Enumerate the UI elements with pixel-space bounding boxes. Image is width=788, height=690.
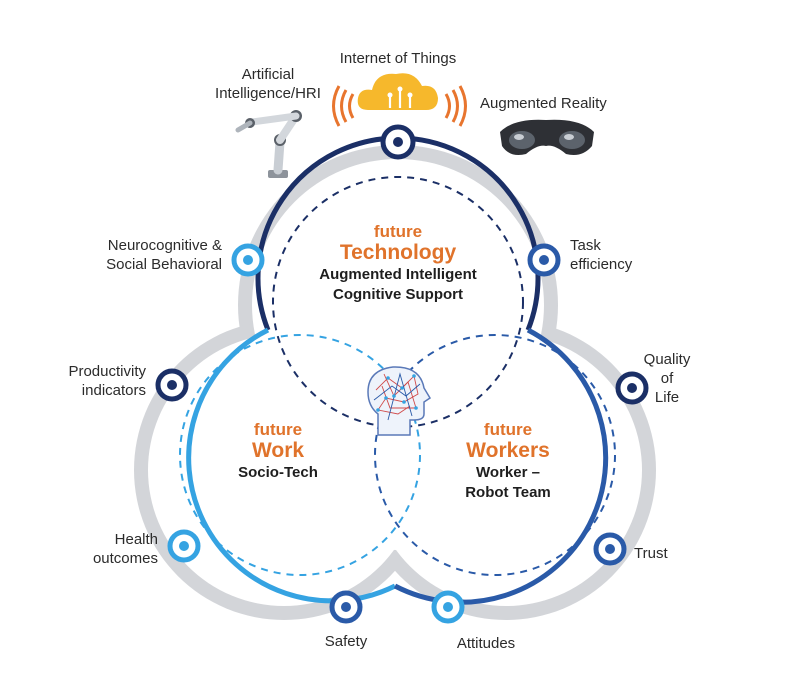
trust-label: Trust	[634, 544, 668, 563]
work-circle-text: future Work Socio-Tech	[218, 420, 338, 483]
target-node-icon	[329, 590, 363, 624]
signal-wave-icon	[444, 85, 467, 127]
ar-label-text: Augmented Reality	[480, 95, 607, 112]
target-node-icon	[167, 529, 201, 563]
work-prefix: future	[253, 420, 303, 439]
iot-label: Internet of Things	[328, 49, 468, 68]
work-line1: Socio-Tech	[238, 464, 318, 481]
quality-label-line3: Life	[654, 389, 680, 406]
productivity-label-line2: indicators	[81, 382, 146, 399]
productivity-label-line1: Productivity	[68, 363, 146, 380]
target-node-icon	[615, 371, 649, 405]
signal-wave-icon	[332, 85, 355, 127]
health-label-line1: Health	[114, 531, 158, 548]
workers-circle	[374, 334, 616, 576]
target-node-icon	[593, 532, 627, 566]
technology-title: Technology	[339, 241, 457, 264]
target-node-icon	[231, 243, 265, 277]
task-label-line2: efficiency	[570, 256, 633, 273]
workers-line1: Worker –	[476, 464, 540, 481]
ar-headset-icon	[500, 119, 594, 155]
quality-label-line1: Quality	[643, 351, 691, 368]
technology-prefix: future	[373, 222, 423, 241]
ar-label: Augmented Reality	[480, 94, 607, 113]
attitudes-label: Attitudes	[436, 634, 536, 653]
target-node-icon	[380, 124, 416, 160]
task-label-line1: Task	[570, 237, 601, 254]
cloud-iot-icon	[357, 73, 438, 110]
neuro-label-line1: Neurocognitive &	[107, 237, 222, 254]
quality-label: Quality of Life	[632, 350, 702, 407]
target-node-icon	[431, 590, 465, 624]
neuro-label-line2: Social Behavioral	[106, 256, 222, 273]
target-node-icon	[527, 243, 561, 277]
work-arc	[186, 327, 397, 604]
technology-line1: Augmented Intelligent	[319, 266, 477, 283]
workers-prefix: future	[483, 420, 533, 439]
technology-line2: Cognitive Support	[333, 286, 463, 303]
safety-label: Safety	[306, 632, 386, 651]
quality-label-line2: of	[660, 370, 674, 387]
robot-arm-icon	[235, 110, 302, 178]
workers-circle-text: future Workers Worker – Robot Team	[448, 420, 568, 503]
productivity-label: Productivity indicators	[68, 362, 146, 400]
brain-head-icon	[367, 366, 432, 436]
work-title: Work	[251, 439, 305, 462]
ai-label-line2: Intelligence/HRI	[215, 85, 321, 102]
workers-title: Workers	[466, 439, 550, 462]
workers-line2: Robot Team	[465, 484, 551, 501]
iot-label-text: Internet of Things	[339, 50, 457, 67]
ai-label-line1: Artificial	[241, 66, 295, 83]
technology-circle-text: future Technology Augmented Intelligent …	[298, 222, 498, 305]
target-node-icon	[155, 368, 189, 402]
work-circle	[179, 334, 421, 576]
trust-label-text: Trust	[634, 545, 668, 562]
attitudes-label-text: Attitudes	[456, 635, 516, 652]
health-label-line2: outcomes	[92, 550, 158, 567]
safety-label-text: Safety	[324, 633, 368, 650]
neuro-label: Neurocognitive & Social Behavioral	[106, 236, 222, 274]
health-label: Health outcomes	[93, 530, 158, 568]
task-label: Task efficiency	[570, 236, 632, 274]
ai-label: Artificial Intelligence/HRI	[208, 65, 328, 103]
